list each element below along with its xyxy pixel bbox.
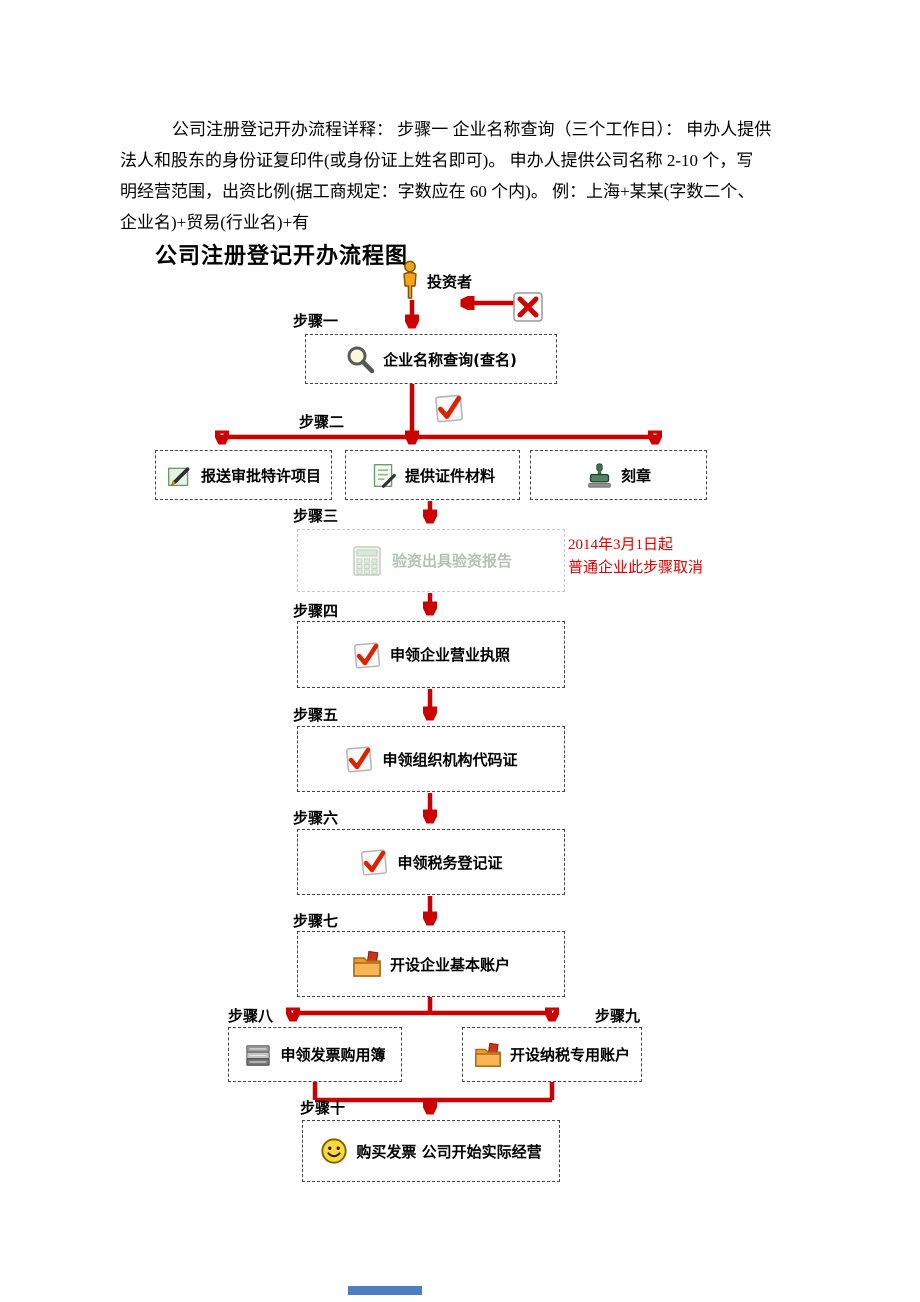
step2-box-materials: 提供证件材料 xyxy=(345,450,520,500)
step8-box: 申领发票购用簿 xyxy=(228,1027,402,1082)
step5-box-text: 申领组织机构代码证 xyxy=(382,750,518,769)
step3-cancel-note: 2014年3月1日起 普通企业此步骤取消 xyxy=(568,534,703,580)
footer-artifact xyxy=(348,1286,422,1295)
step4-box: 申领企业营业执照 xyxy=(297,621,565,688)
step2-box-text: 刻章 xyxy=(620,466,651,485)
step3-box: 验资出具验资报告 xyxy=(297,529,565,592)
investor-icon xyxy=(398,260,422,300)
step8-box-text: 申领发票购用簿 xyxy=(280,1046,386,1064)
check-icon xyxy=(352,640,382,670)
step6-box: 申领税务登记证 xyxy=(297,829,565,895)
step9-box-text: 开设纳税专用账户 xyxy=(509,1046,630,1064)
step2-box-text: 报送审批特许项目 xyxy=(200,466,321,485)
calculator-icon xyxy=(350,544,384,578)
intro-paragraph: 公司注册登记开办流程详释： 步骤一 企业名称查询（三个工作日）： 申办人提供 法… xyxy=(120,114,820,238)
step2-box-text: 提供证件材料 xyxy=(404,466,495,485)
step10-label: 步骤十 xyxy=(300,1099,346,1117)
step2-box-seal: 刻章 xyxy=(530,450,707,500)
step7-box: 开设企业基本账户 xyxy=(297,931,565,997)
note-line: 普通企业此步骤取消 xyxy=(568,560,704,576)
step3-label: 步骤三 xyxy=(293,507,339,525)
step2-box-license: 报送审批特许项目 xyxy=(155,450,332,500)
investor-label: 投资者 xyxy=(427,273,473,291)
intro-line: 法人和股东的身份证复印件(或身份证上姓名即可)。 申办人提供公司名称 2-10 … xyxy=(120,151,754,170)
approved-check-icon xyxy=(433,392,465,424)
step1-box-text: 企业名称查询(查名) xyxy=(383,350,517,369)
step4-box-text: 申领企业营业执照 xyxy=(389,646,510,664)
intro-line: 明经营范围，出资比例(据工商规定：字数应在 60 个内)。 例：上海+某某(字数… xyxy=(120,182,755,201)
document-icon xyxy=(370,462,397,489)
investor-node: 投资者 xyxy=(398,260,472,300)
step8-label: 步骤八 xyxy=(228,1007,274,1025)
step6-box-text: 申领税务登记证 xyxy=(397,853,503,872)
step1-label: 步骤一 xyxy=(293,312,339,330)
step5-label: 步骤五 xyxy=(293,706,339,724)
reject-x-icon xyxy=(511,290,545,324)
step10-box-text: 购买发票 公司开始实际经营 xyxy=(356,1142,542,1161)
magnifier-icon xyxy=(345,344,375,374)
step7-box-text: 开设企业基本账户 xyxy=(389,955,510,974)
pen-icon xyxy=(166,462,193,489)
flowchart-title: 公司注册登记开办流程图 xyxy=(155,244,409,269)
note-line: 2014年3月1日起 xyxy=(568,537,674,553)
folder-icon xyxy=(352,949,382,979)
stamp-icon xyxy=(586,462,613,489)
folder-icon xyxy=(474,1041,502,1069)
book-icon xyxy=(244,1041,272,1069)
step3-box-text: 验资出具验资报告 xyxy=(391,552,512,570)
step6-label: 步骤六 xyxy=(293,809,339,827)
step5-box: 申领组织机构代码证 xyxy=(297,726,565,792)
step1-box: 企业名称查询(查名) xyxy=(305,334,557,384)
check-icon xyxy=(359,847,389,877)
step4-label: 步骤四 xyxy=(293,602,339,620)
intro-line: 企业名)+贸易(行业名)+有 xyxy=(120,213,310,232)
step2-label: 步骤二 xyxy=(299,413,345,431)
check-icon xyxy=(344,744,374,774)
smiley-icon xyxy=(320,1137,348,1165)
step9-label: 步骤九 xyxy=(595,1007,641,1025)
step10-box: 购买发票 公司开始实际经营 xyxy=(302,1120,560,1182)
step7-label: 步骤七 xyxy=(293,912,339,930)
intro-line: 公司注册登记开办流程详释： 步骤一 企业名称查询（三个工作日）： 申办人提供 xyxy=(172,120,772,139)
step9-box: 开设纳税专用账户 xyxy=(462,1027,642,1082)
